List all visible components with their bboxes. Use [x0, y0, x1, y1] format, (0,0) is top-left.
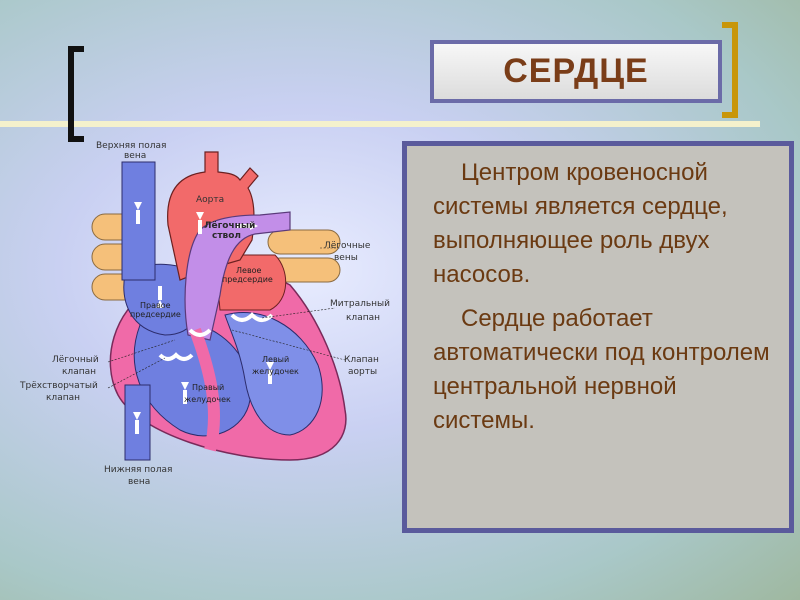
flow-arrows [133, 202, 274, 434]
label-mitral-2: клапан [346, 313, 380, 323]
right-ventricle-chamber [133, 324, 252, 437]
label-right-atrium-2: предсердие [130, 310, 181, 319]
arrow-pulmonary [236, 222, 258, 230]
label-ivc-2: вена [128, 477, 150, 487]
label-pulmonary-veins-1: Лёгочные [324, 241, 371, 251]
heart-diagram: Верхняя полая вена Аорта Лёгочный ствол … [19, 141, 390, 487]
label-pulmonary-trunk-1: Лёгочный [204, 221, 255, 231]
label-right-ventricle-1: Правый [192, 383, 224, 392]
arrow-lv [266, 362, 274, 384]
label-aortic-valve-2: аорты [348, 367, 377, 377]
label-right-ventricle-2: желудочек [184, 395, 231, 404]
right-bracket-decoration [722, 22, 738, 118]
arrow-rv [181, 382, 189, 404]
label-leaders [107, 247, 346, 389]
label-aorta: Аорта [196, 195, 224, 205]
mitral-valve-icon [230, 312, 274, 322]
leader-pulmonary-valve [107, 339, 176, 363]
arrow-aorta [196, 212, 204, 234]
left-atrium-chamber [214, 254, 287, 311]
label-pulmonary-valve-1: Лёгочный [52, 355, 99, 365]
left-bracket-decoration [68, 46, 84, 142]
leader-aortic [231, 329, 346, 361]
arrow-svc [134, 202, 142, 224]
label-pulmonary-veins-2: вены [334, 253, 358, 263]
paragraph-2: Сердце работает автоматически под контро… [433, 305, 770, 434]
pulmonary-valve-icon [188, 328, 212, 337]
label-mitral-1: Митральный [330, 299, 390, 309]
label-ivc-1: Нижняя полая [104, 465, 172, 475]
arrow-ivc [133, 412, 141, 434]
septum [189, 327, 220, 452]
label-left-ventricle-1: Левый [262, 355, 289, 364]
label-tricuspid-2: клапан [46, 393, 80, 403]
label-left-atrium-2: предсердие [222, 275, 273, 284]
label-pulmonary-valve-2: клапан [62, 367, 96, 377]
text-box: Центром кровеносной системы является сер… [402, 141, 794, 533]
title-box: СЕРДЦЕ [430, 40, 722, 103]
left-ventricle-chamber [224, 311, 323, 436]
label-pulmonary-trunk-2: ствол [212, 231, 241, 241]
paragraph-1: Центром кровеносной системы является сер… [433, 159, 728, 288]
leader-mitral [261, 307, 336, 319]
label-tricuspid-1: Трёхстворчатый [19, 381, 98, 391]
leader-tricuspid [107, 357, 166, 389]
label-svc-1: Верхняя полая [96, 141, 166, 151]
label-right-atrium-1: Правое [140, 301, 171, 310]
label-left-atrium-1: Левое [236, 266, 262, 275]
label-svc-2: вена [124, 151, 146, 161]
slide-title: СЕРДЦЕ [503, 52, 649, 90]
arrow-ra [156, 286, 164, 308]
label-aortic-valve-1: Клапан [344, 355, 379, 365]
title-underline [0, 121, 760, 127]
label-left-ventricle-2: желудочек [252, 367, 299, 376]
pulmonary-trunk [184, 211, 291, 341]
